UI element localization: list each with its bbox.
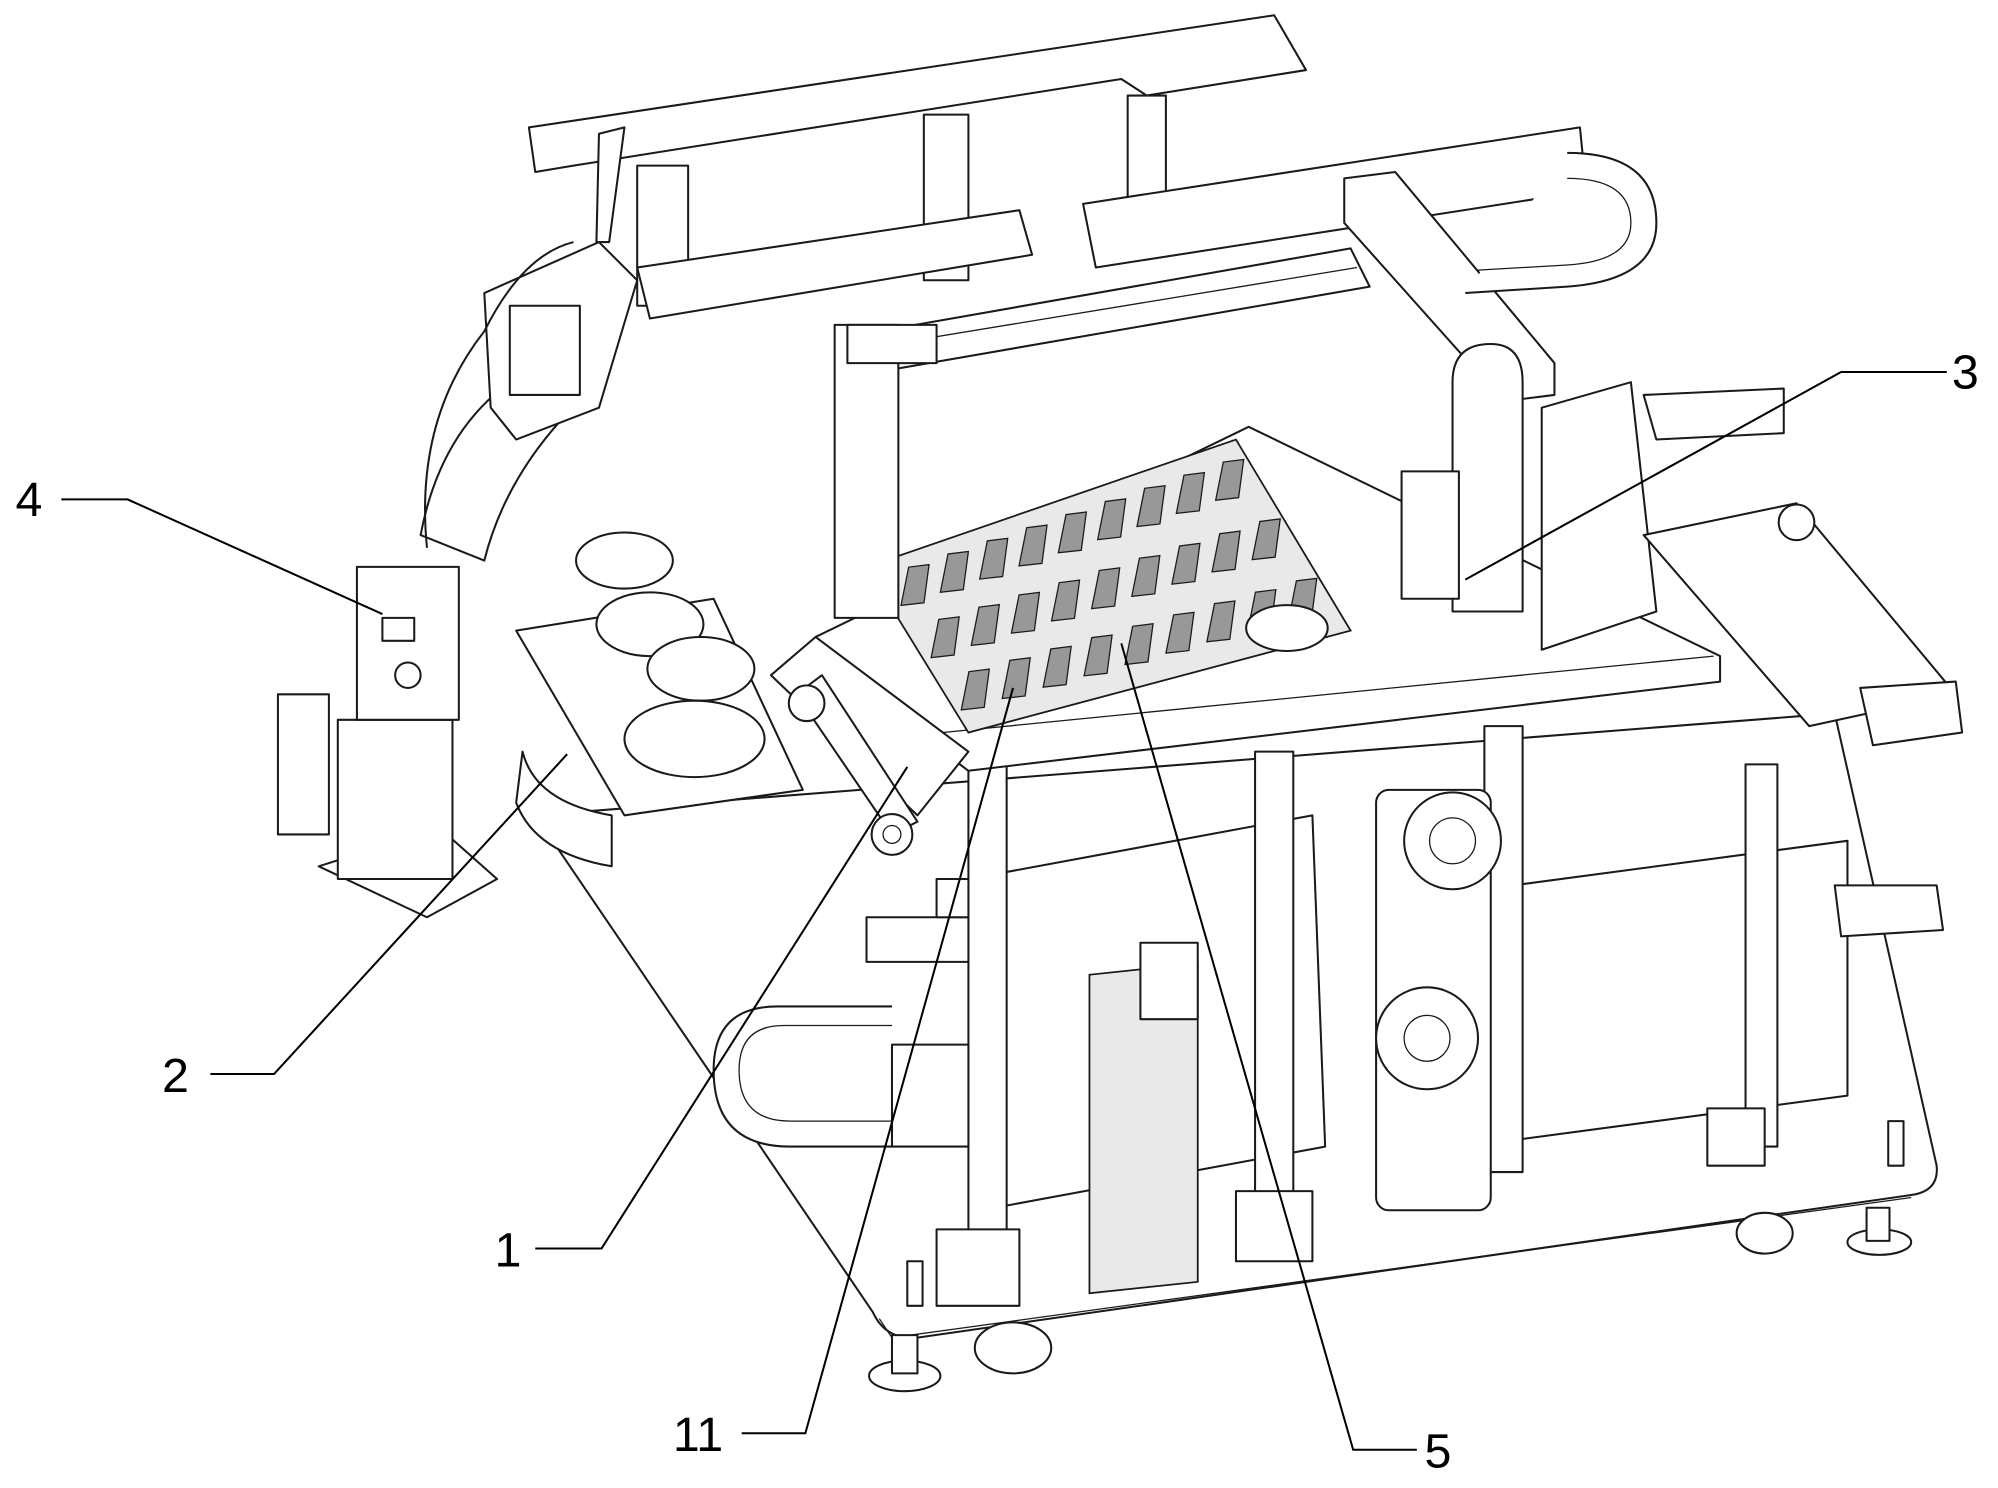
label-5: 5 [1425, 1425, 1452, 1479]
leader-4 [61, 499, 382, 614]
drive-motors [1376, 790, 1501, 1210]
label-3: 3 [1952, 346, 1979, 400]
label-2: 2 [162, 1049, 189, 1103]
label-1: 1 [495, 1223, 522, 1277]
robot-arm [278, 127, 637, 917]
label-11: 11 [673, 1408, 723, 1462]
label-4: 4 [15, 473, 42, 527]
